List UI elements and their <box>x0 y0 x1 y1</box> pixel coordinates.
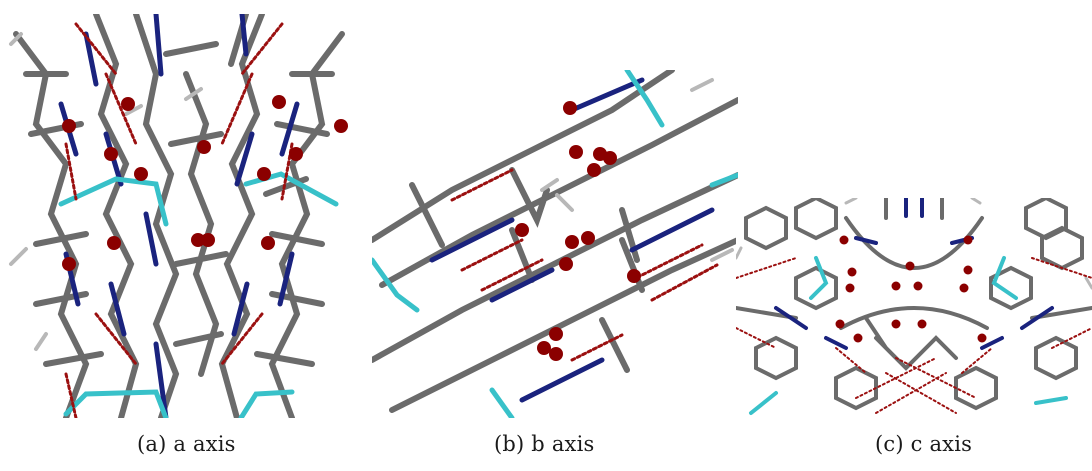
panel-a-molecular-render <box>9 14 348 418</box>
panel-a-caption: (a) a axis <box>137 432 236 456</box>
panel-c-crystal-packing-image <box>736 198 1092 418</box>
panel-b-layers <box>372 70 738 418</box>
panel-c-network <box>736 198 1092 415</box>
panel-c-water-oxygens <box>835 235 987 343</box>
panel-b-water-oxygens <box>515 101 641 361</box>
panel-c-caption: (c) c axis <box>875 432 973 456</box>
panel-a-columns <box>9 14 345 418</box>
panel-c-molecular-render <box>736 198 1092 415</box>
panel-a-water-oxygens <box>62 95 348 271</box>
panel-b-caption: (b) b axis <box>494 432 595 456</box>
panel-b-molecular-render <box>372 70 738 418</box>
panel-b-crystal-packing-image <box>372 70 738 418</box>
panel-a-crystal-packing-image <box>6 14 352 418</box>
